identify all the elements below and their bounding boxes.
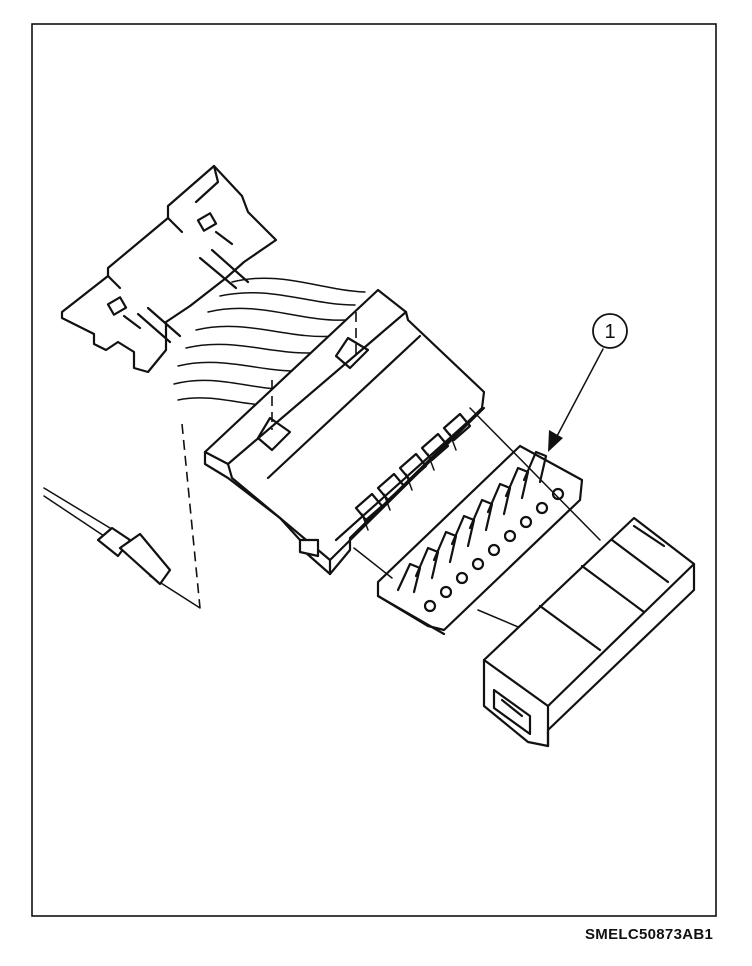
lock-comb [376,444,584,636]
wire-leads [173,277,366,406]
figure-id-label: SMELC50873AB1 [585,926,714,943]
mating-connector [482,516,696,748]
wire-tray-cover [60,164,278,374]
figure-border [31,23,717,917]
callout-leader [555,348,604,439]
callout-1: 1 [548,313,628,452]
contact-terminal [43,487,172,586]
callout-arrowhead [548,430,563,452]
callout-circle [592,313,628,349]
connector-housing [203,288,486,576]
callout-label: 1 [604,321,615,343]
